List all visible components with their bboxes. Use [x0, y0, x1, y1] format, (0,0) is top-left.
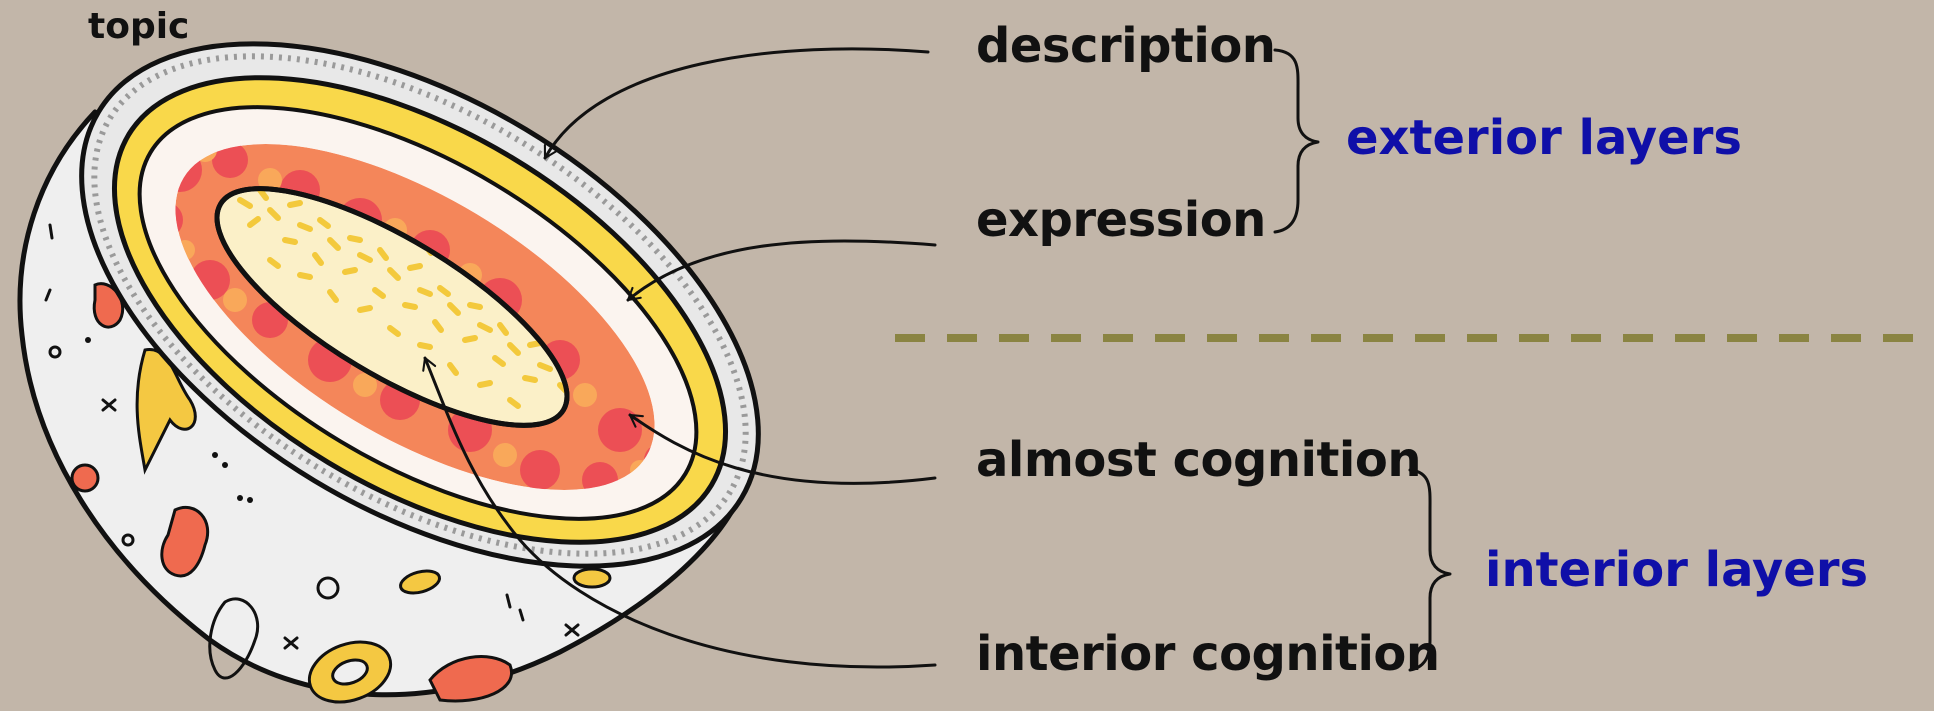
- label-interior-cognition: interior cognition: [976, 626, 1440, 682]
- label-almost-cognition: almost cognition: [976, 432, 1421, 488]
- fruit-illustration: [0, 0, 847, 711]
- arrow-description: [545, 49, 928, 158]
- label-expression: expression: [976, 192, 1266, 248]
- topic-label: topic: [88, 6, 189, 47]
- label-description: description: [976, 18, 1275, 74]
- brace-exterior: [1275, 50, 1318, 232]
- group-interior-layers: interior layers: [1485, 542, 1868, 598]
- group-exterior-layers: exterior layers: [1346, 110, 1742, 166]
